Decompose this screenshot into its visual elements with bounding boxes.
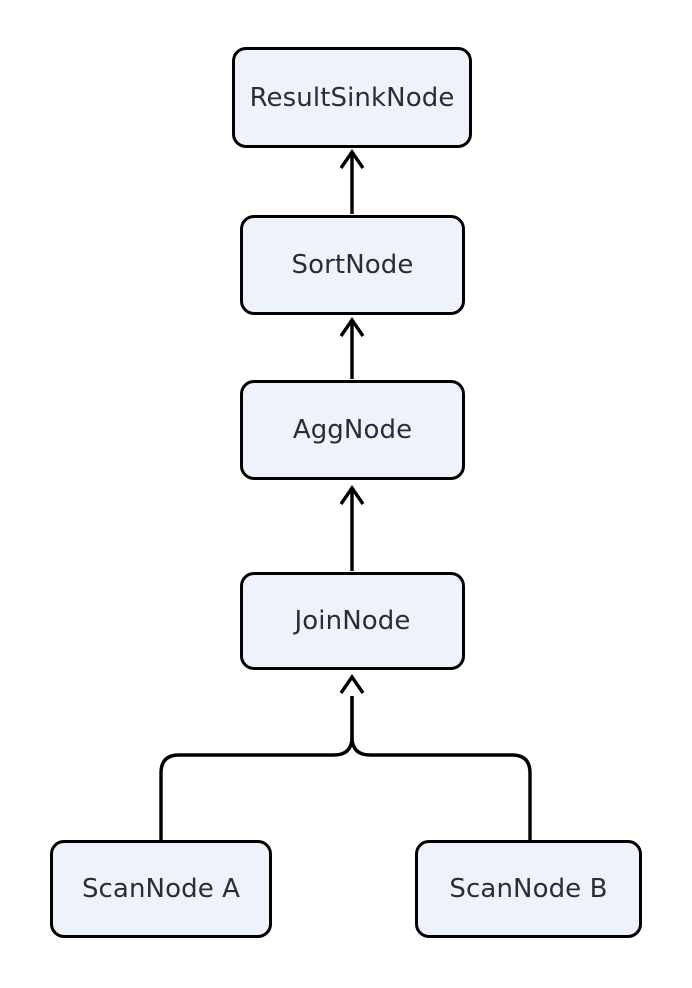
node-sort[interactable]: SortNode [240,215,465,315]
node-label: JoinNode [294,606,411,636]
node-label: ScanNode B [449,874,608,904]
edge-line [350,696,532,840]
edge-scan-b-to-join [350,696,532,840]
node-label: AggNode [292,415,413,445]
node-join[interactable]: JoinNode [240,572,465,670]
node-scan-b[interactable]: ScanNode B [415,840,642,938]
node-scan-a[interactable]: ScanNode A [50,840,272,938]
node-label: ScanNode A [81,874,241,904]
node-result-sink[interactable]: ResultSinkNode [232,47,472,148]
node-label: ResultSinkNode [249,82,455,113]
edge-sort-to-result-sink [339,148,365,214]
edge-join-to-agg [339,484,365,571]
arrowhead-up-icon [339,673,365,694]
arrowhead-up-icon [339,484,365,505]
edge-agg-to-sort [339,316,365,379]
edge-scan-a-to-join [159,696,354,840]
node-label: SortNode [291,250,414,280]
edge-scan-trunk-arrowhead [339,673,365,694]
arrowhead-up-icon [339,316,365,337]
node-agg[interactable]: AggNode [240,380,465,480]
edge-line [159,696,354,840]
arrowhead-up-icon [339,148,365,169]
